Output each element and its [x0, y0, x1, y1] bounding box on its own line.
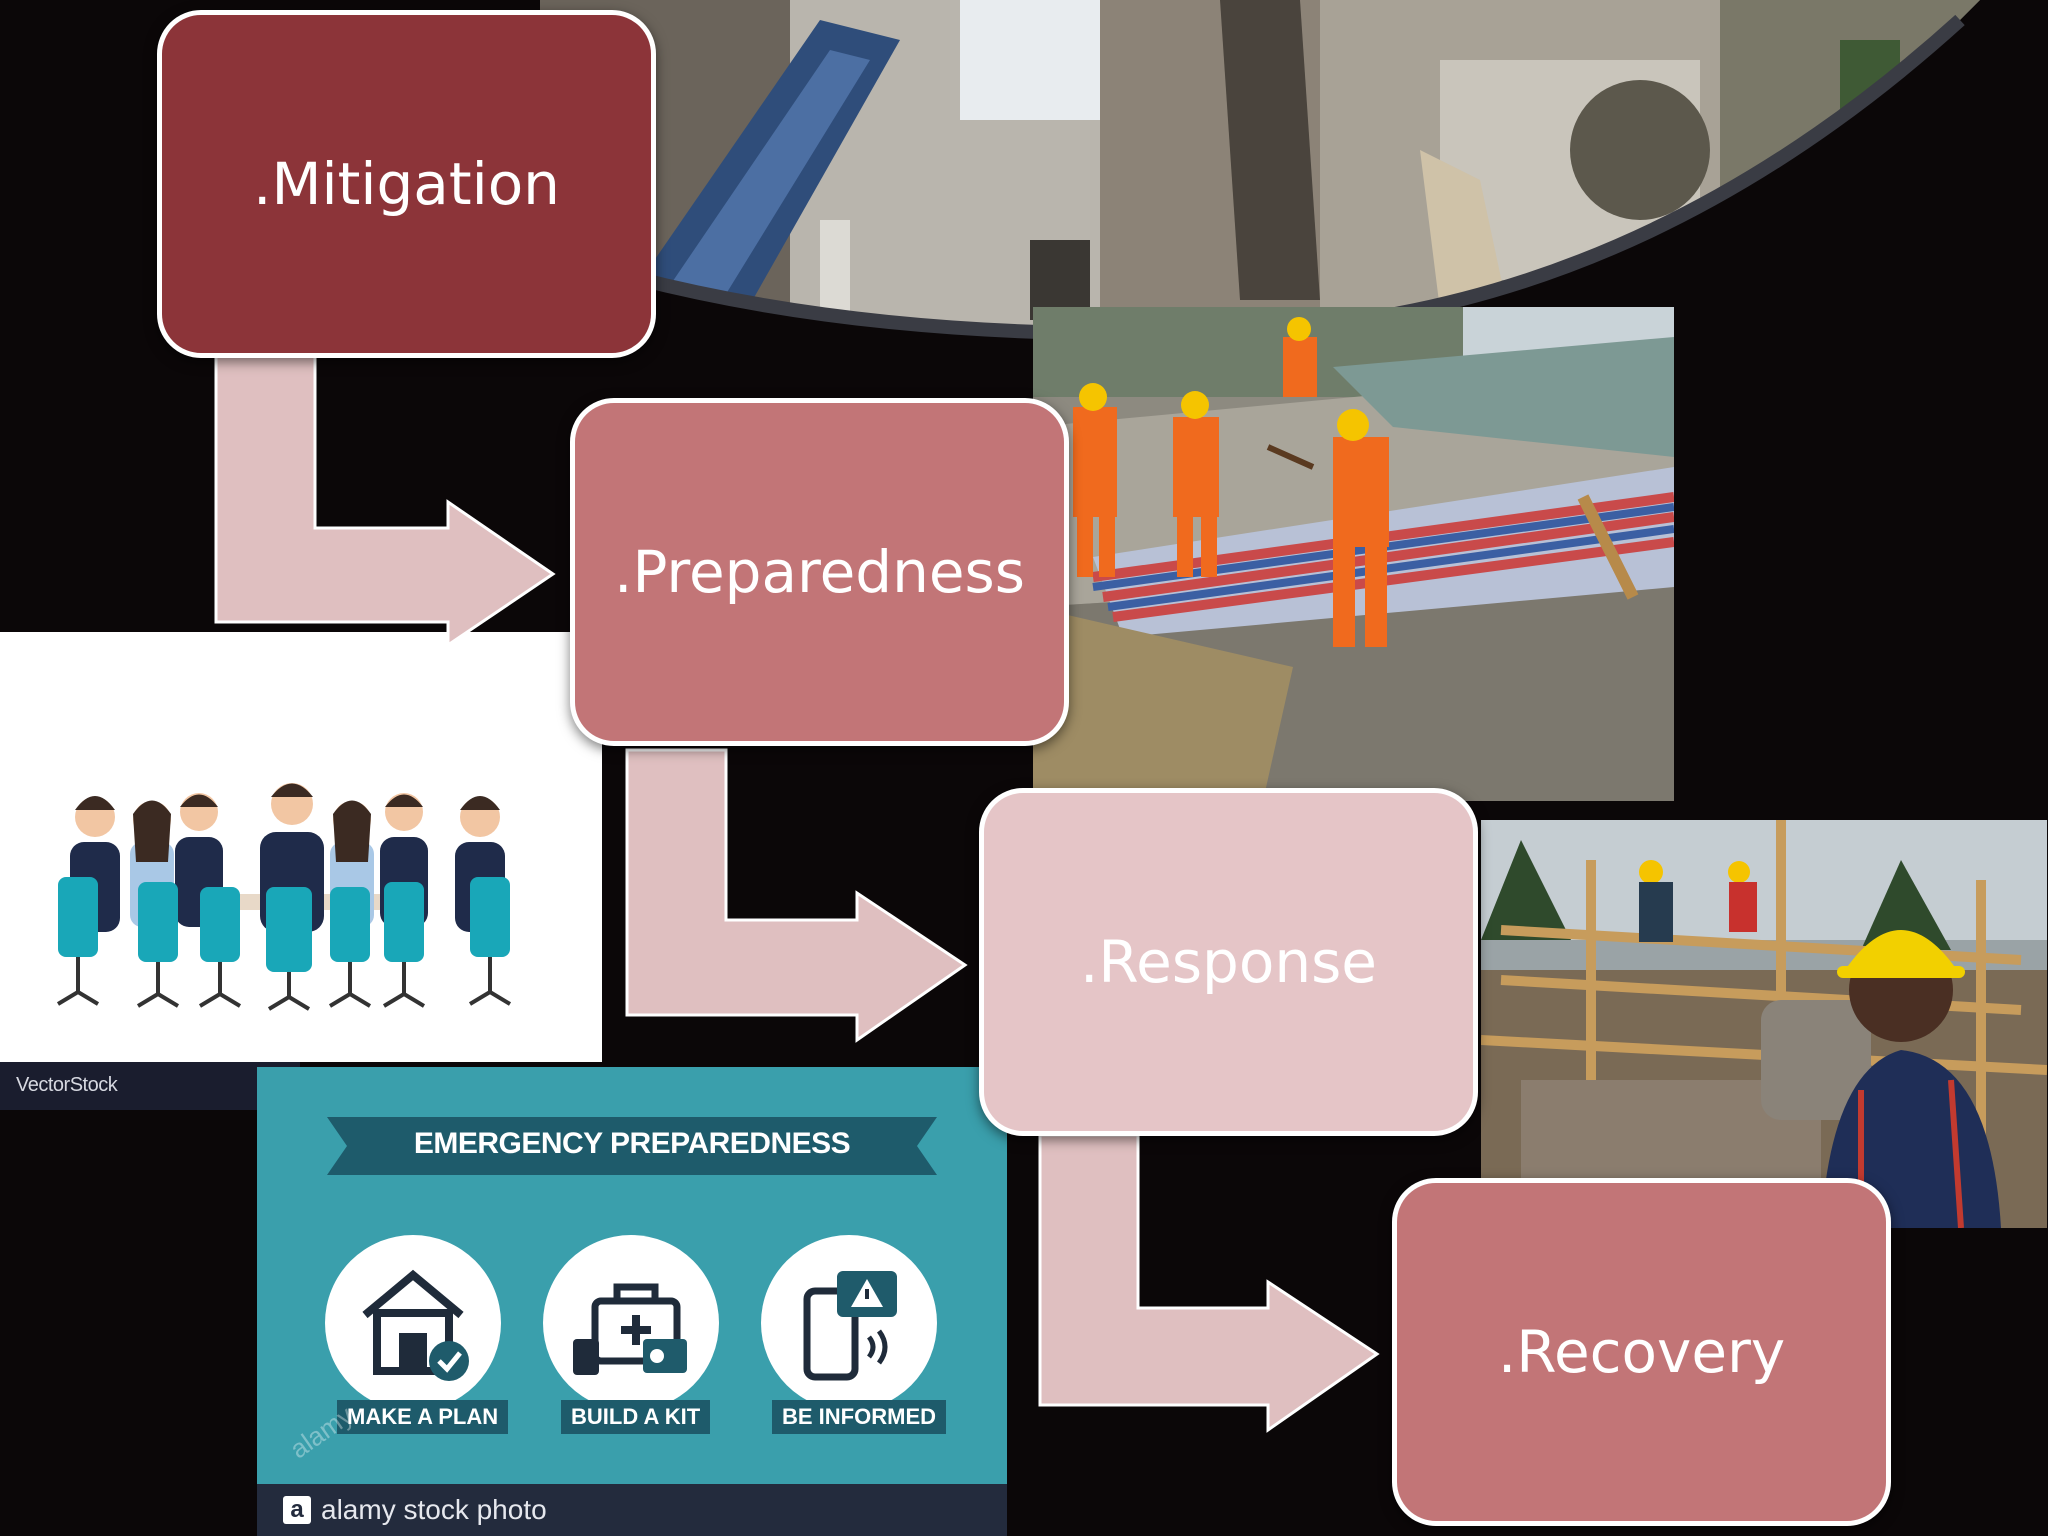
alamy-footer: a alamy stock photo	[257, 1484, 1007, 1536]
phone-alert-icon	[761, 1235, 937, 1411]
earthquake-damage-photo	[540, 0, 1980, 400]
poster-title: EMERGENCY PREPAREDNESS	[413, 1127, 851, 1160]
stage-preparedness-label: .Preparedness	[614, 538, 1025, 606]
house-check-icon	[325, 1235, 501, 1411]
stage-response-label: .Response	[1080, 928, 1377, 996]
arrow-mitigation-to-preparedness	[214, 353, 556, 648]
emergency-preparedness-poster: EMERGENCY PREPAREDNESS MAKE A PLAN	[257, 1067, 1007, 1536]
stage-response: .Response	[979, 788, 1478, 1136]
vectorstock-strip: VectorStock	[0, 1062, 300, 1110]
arrow-response-to-recovery	[1038, 1133, 1380, 1433]
stage-mitigation: .Mitigation	[157, 10, 656, 358]
alamy-footer-text: alamy stock photo	[321, 1494, 547, 1525]
first-aid-kit-icon	[543, 1235, 719, 1411]
team-meeting-illustration	[0, 632, 602, 1062]
arrow-preparedness-to-response	[625, 748, 968, 1043]
poster-caption-build-a-kit: BUILD A KIT	[561, 1400, 711, 1434]
poster-banner	[327, 1117, 937, 1175]
stage-preparedness: .Preparedness	[570, 398, 1069, 746]
stage-mitigation-label: .Mitigation	[253, 150, 560, 218]
rescue-workers-photo	[1033, 307, 1674, 801]
stage-recovery: .Recovery	[1392, 1178, 1891, 1526]
poster-caption-make-a-plan: MAKE A PLAN	[337, 1400, 509, 1434]
alamy-logo: a	[283, 1496, 311, 1524]
stage-recovery-label: .Recovery	[1497, 1318, 1786, 1386]
poster-caption-be-informed: BE INFORMED	[772, 1400, 946, 1434]
vectorstock-watermark: VectorStock	[16, 1074, 118, 1096]
